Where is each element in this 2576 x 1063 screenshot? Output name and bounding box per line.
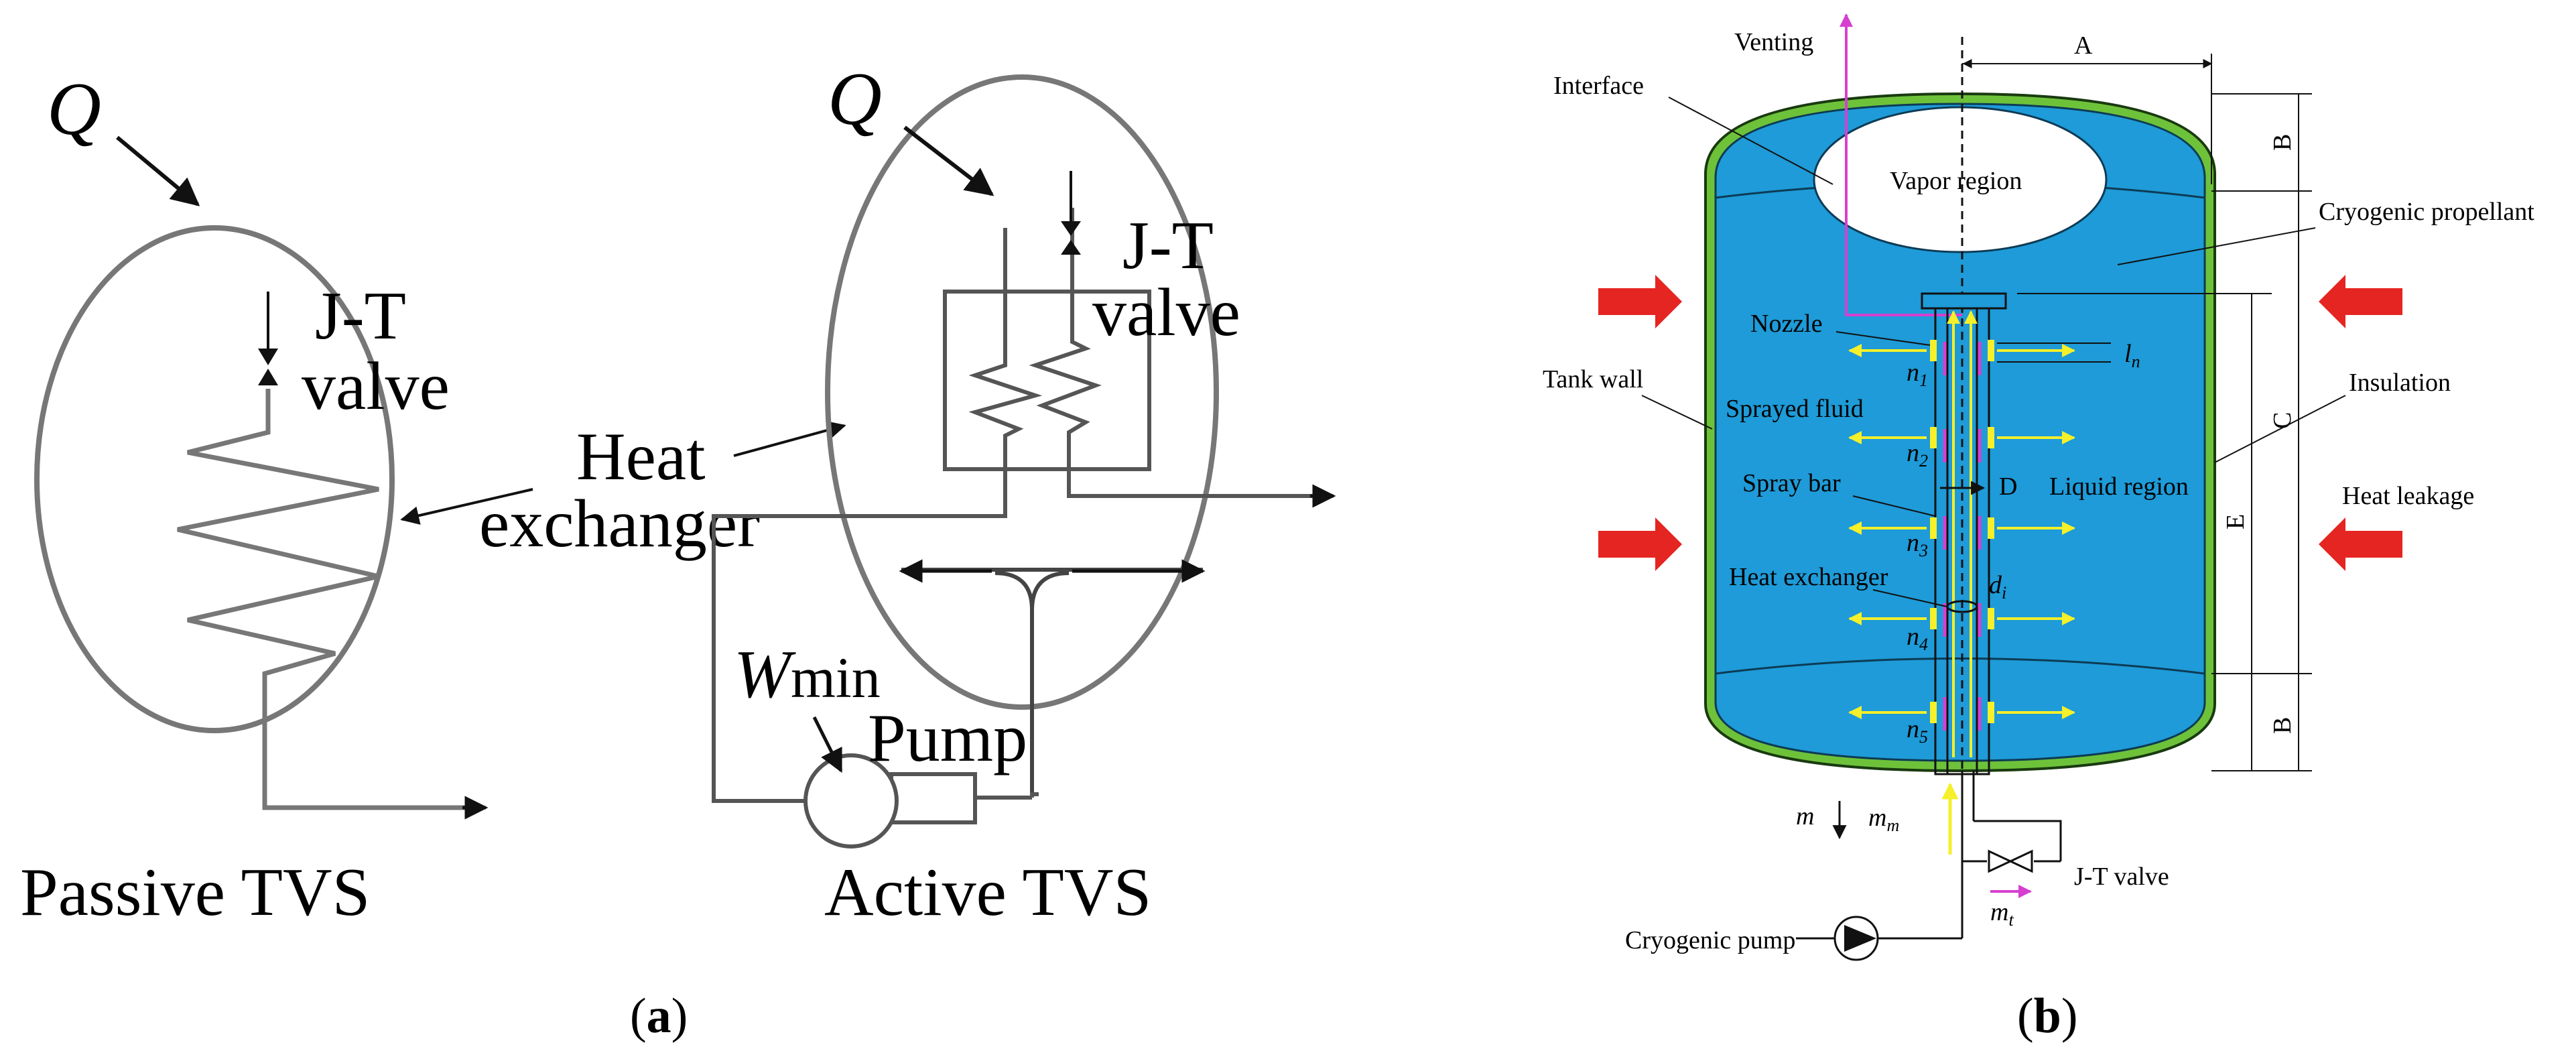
bottom-piping [1796, 771, 2062, 940]
active-heat-symbol: Q [828, 58, 882, 141]
active-exchanger-coil-right [1029, 208, 1330, 498]
sprayed-fluid-label: Sprayed fluid [1726, 395, 1864, 423]
heat-exchanger-marker [1946, 600, 1978, 613]
sprayed-fluid-arrows [1848, 344, 2075, 719]
dim-d-label: D [1999, 473, 2017, 501]
mt-label: mt [1990, 898, 2014, 930]
tank-lower-seam [1715, 658, 2205, 675]
panel-b-caption: (b) [2017, 989, 2077, 1044]
mm-label: mm [1868, 804, 1899, 835]
active-exchanger-box [943, 290, 1151, 471]
passive-valve-icon [258, 349, 278, 385]
active-pump-body [889, 772, 977, 824]
cryogenic-pump-triangle [1844, 925, 1876, 952]
active-valve-icon [1061, 221, 1081, 255]
nozzle-pointer [1836, 331, 1931, 346]
cryogenic-propellant-pointer [2117, 227, 2316, 265]
passive-tank-outline [34, 225, 395, 733]
spray-bar-flow-arrows [1947, 310, 1978, 757]
dim-c-label: C [2268, 412, 2297, 429]
heat-exchanger-pointer-right [733, 421, 846, 457]
dim-b-bottom-label: B [2268, 717, 2297, 734]
active-work-label: Wmin [734, 637, 881, 712]
heat-leakage-label: Heat leakage [2342, 482, 2474, 510]
nozzles [1930, 340, 1994, 723]
active-tvs-diagram: Q J-T valve Wmin Pump Active TVS [712, 58, 1336, 930]
spray-bar-pointer [1852, 495, 1936, 517]
active-heat-arrow [903, 125, 994, 196]
vapor-region-label: Vapor region [1890, 167, 2022, 195]
insulation-pointer [2214, 395, 2346, 463]
insulation-label: Insulation [2349, 369, 2451, 397]
active-tvs-title: Active TVS [824, 855, 1151, 930]
n5-label: n5 [1907, 715, 1928, 747]
interface-label: Interface [1553, 72, 1644, 100]
venting-label: Venting [1734, 28, 1813, 56]
passive-heat-arrow [116, 135, 200, 206]
n4-label: n4 [1907, 623, 1928, 654]
passive-tvs-diagram: Q J-T valve Passive TVS [20, 68, 489, 930]
n3-label: n3 [1907, 529, 1928, 560]
spray-bar-pink-segments [1943, 342, 1982, 731]
dim-b-top-label: B [2268, 134, 2297, 151]
vapor-region [1813, 106, 2108, 253]
active-valve-label-line2: valve [1092, 275, 1240, 351]
heat-exchanger-pointer-left [400, 488, 533, 525]
m-label: m [1796, 802, 1814, 830]
liquid-region-label: Liquid region [2049, 473, 2189, 501]
tank-wall-pointer [1641, 395, 1713, 430]
heat-leakage-arrows [1598, 275, 2402, 571]
jt-valve-icon [1988, 849, 2033, 873]
heat-exchanger-label-line2: exchanger [479, 486, 760, 562]
di-label: di [1989, 571, 2006, 603]
active-exchanger-coil-left [712, 228, 1043, 803]
n2-label: n2 [1907, 439, 1928, 471]
passive-tvs-title: Passive TVS [20, 855, 370, 930]
spray-bar-label: Spray bar [1742, 469, 1841, 497]
active-return-line [1030, 792, 1039, 798]
heat-exchanger-callout: Heat exchanger [400, 419, 846, 562]
liquid-region-fill [1714, 103, 2206, 762]
active-valve-label-line1: J-T [1122, 208, 1214, 284]
interface-pointer [1668, 97, 1833, 185]
passive-coil [177, 389, 482, 810]
nozzle-label: Nozzle [1750, 310, 1823, 338]
active-pump-icon [803, 753, 899, 849]
passive-heat-symbol: Q [47, 68, 101, 151]
ln-label: ln [2124, 340, 2140, 371]
n1-label: n1 [1907, 359, 1928, 390]
cryogenic-propellant-label: Cryogenic propellant [2319, 198, 2534, 226]
panel-b: Vapor region Venting [1543, 13, 2534, 1044]
panel-a-caption: (a) [630, 989, 688, 1044]
venting-line [1840, 13, 1962, 316]
tank-wall-label: Tank wall [1543, 365, 1643, 393]
jt-valve-label: J-T valve [2074, 863, 2169, 891]
dim-a-label: A [2074, 32, 2093, 60]
active-tank-outline [825, 74, 1219, 710]
dimension-lines [1962, 54, 2312, 771]
heat-exchanger-pointer [1872, 589, 1947, 607]
cryogenic-pump-label: Cryogenic pump [1625, 926, 1795, 954]
heat-exchanger-label: Heat exchanger [1729, 563, 1888, 591]
panel-a: Q J-T valve Passive TVS Heat exchanger Q [20, 58, 1336, 1044]
active-pump-label: Pump [868, 700, 1027, 776]
spray-bar-header [1921, 292, 2007, 310]
passive-valve-label-line2: valve [302, 349, 450, 424]
passive-valve-label-line1: J-T [315, 278, 406, 354]
dim-e-label: E [2221, 514, 2250, 529]
active-pump-shaft [812, 716, 843, 773]
heat-exchanger-label-line1: Heat [576, 419, 706, 495]
